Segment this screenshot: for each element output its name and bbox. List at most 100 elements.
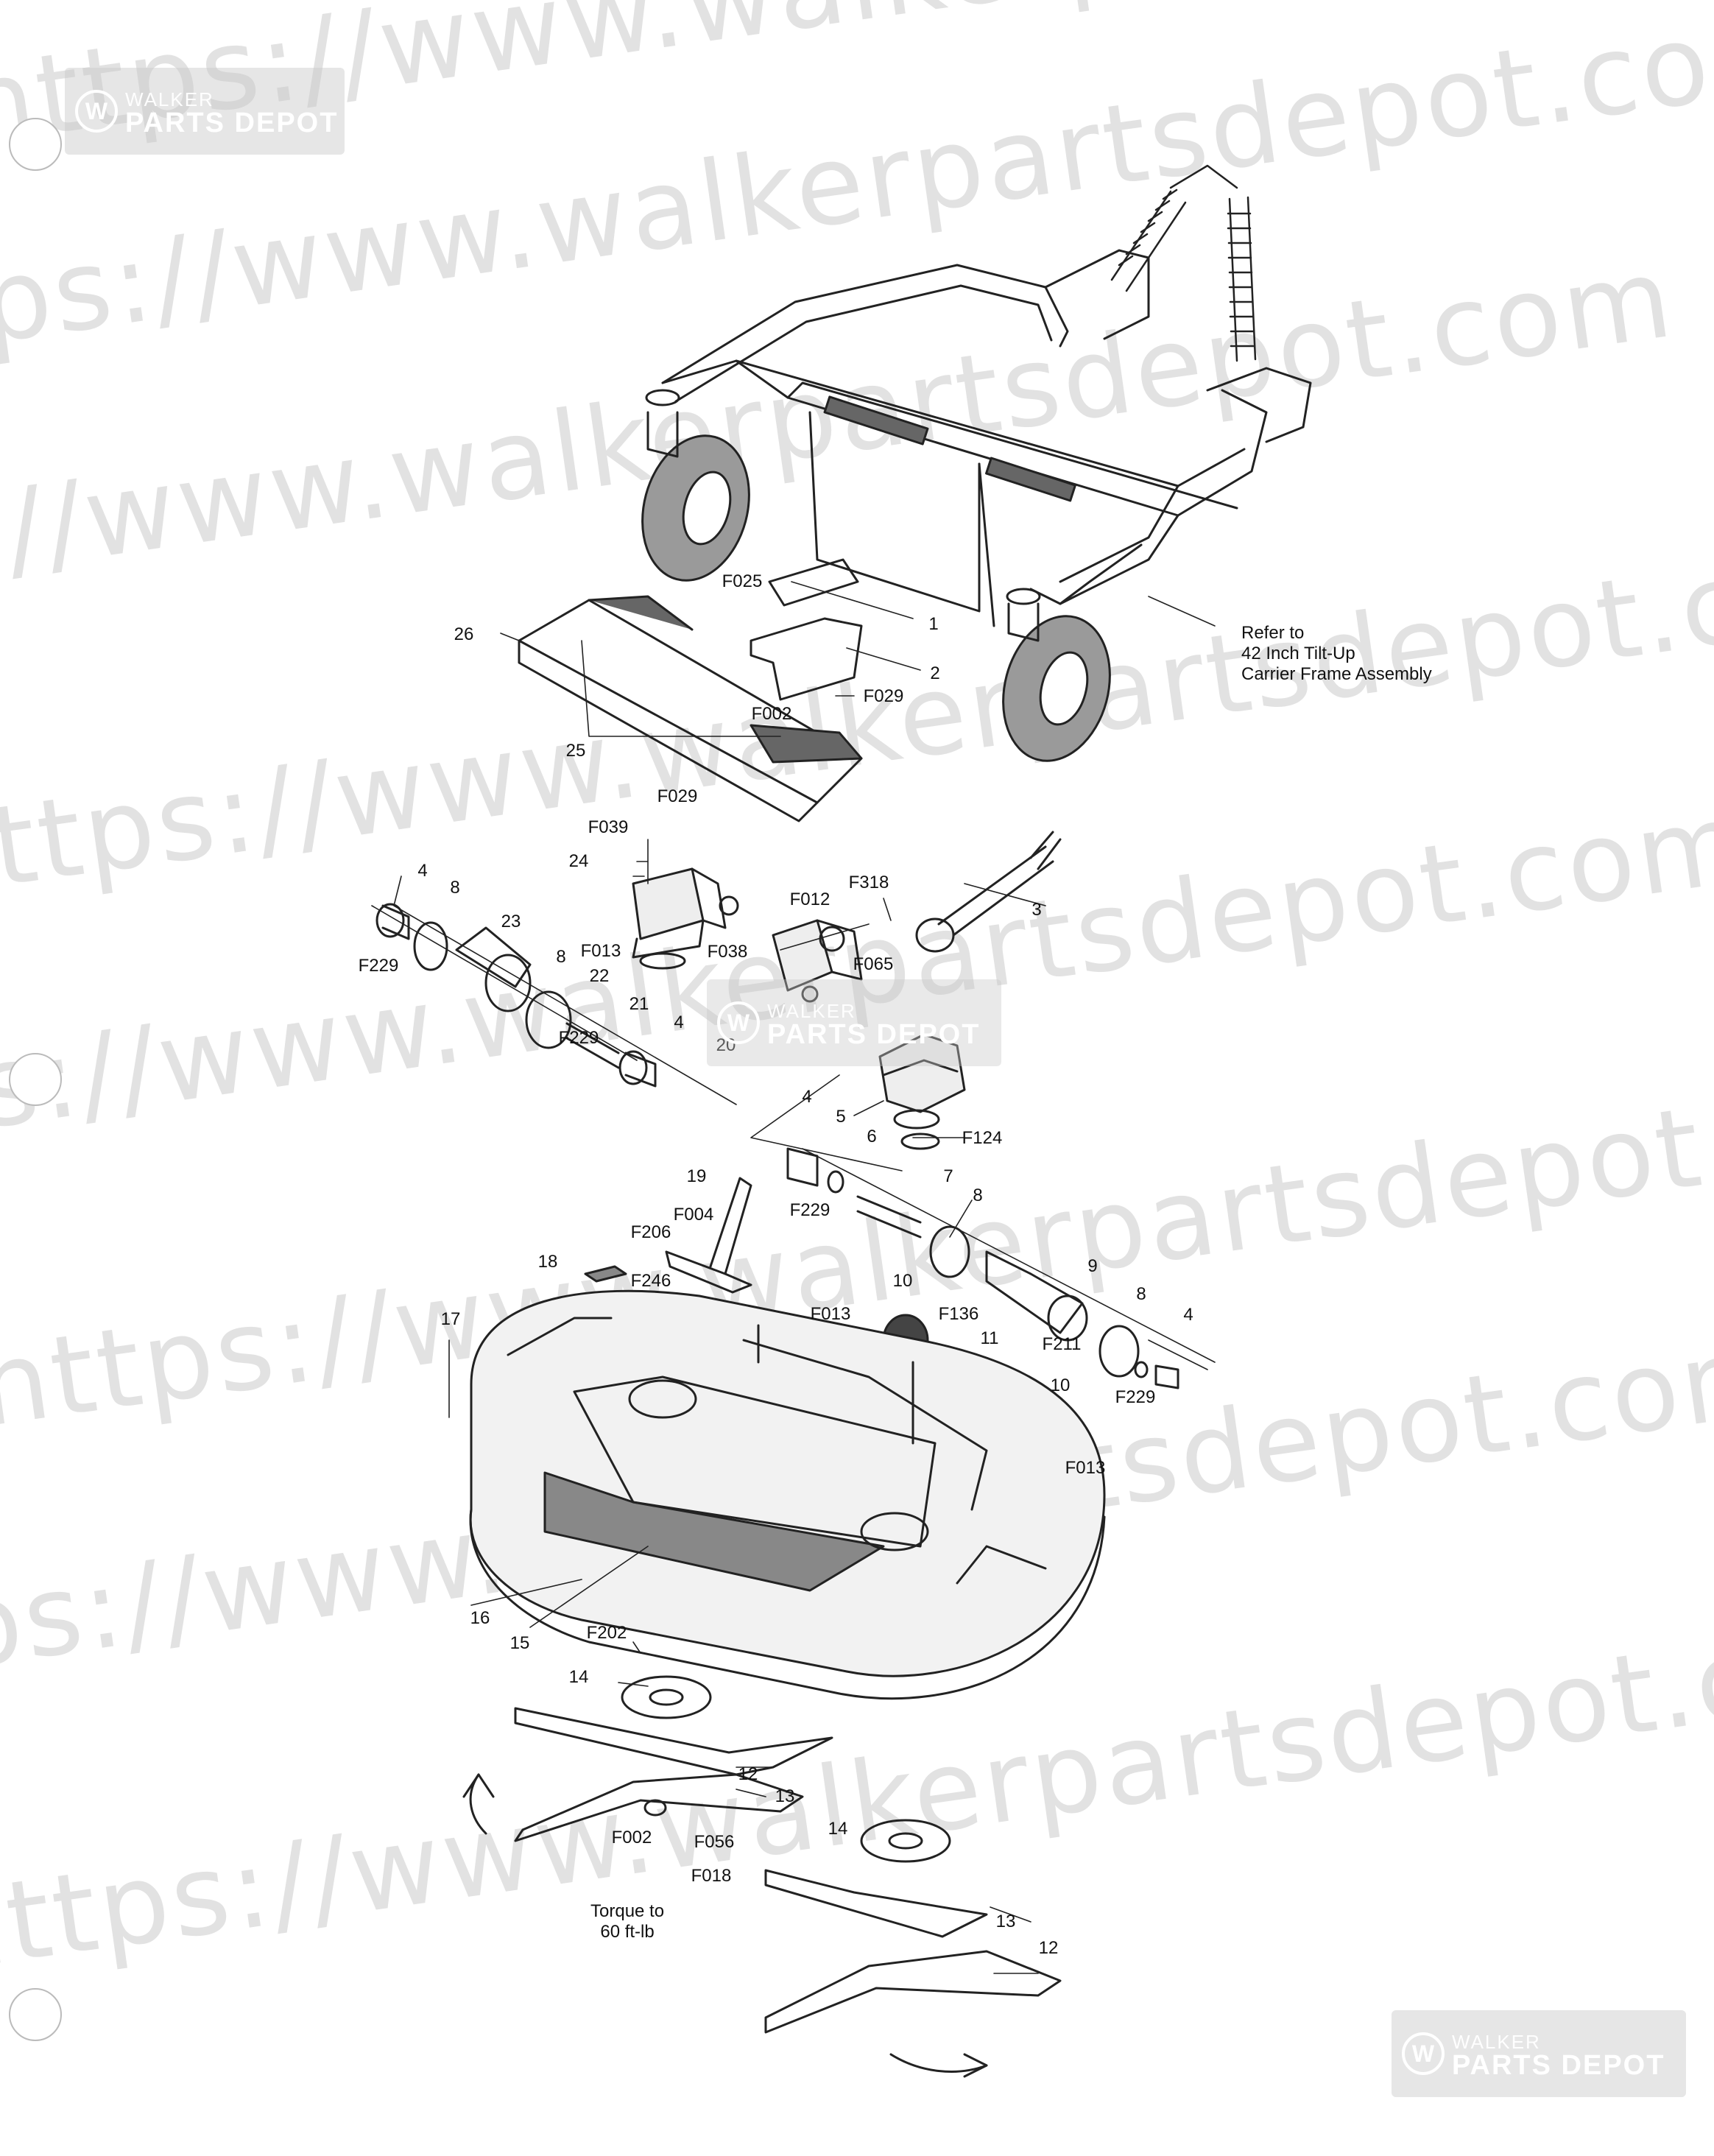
callout-15: 15 bbox=[509, 1633, 530, 1653]
callout-f124: F124 bbox=[962, 1128, 1003, 1148]
callout-f211: F211 bbox=[1042, 1334, 1082, 1354]
part-19-bracket bbox=[665, 1250, 752, 1294]
callout-9: 9 bbox=[1087, 1256, 1098, 1276]
callout-f056: F056 bbox=[694, 1832, 735, 1852]
carrier-frame bbox=[641, 164, 1312, 762]
callout-f039: F039 bbox=[588, 817, 629, 837]
callout-f136: F136 bbox=[938, 1304, 979, 1324]
blade-assembly-right bbox=[764, 1819, 1062, 2078]
callout-16: 16 bbox=[470, 1608, 490, 1628]
callout-f012: F012 bbox=[789, 889, 830, 909]
callout-1: 1 bbox=[928, 614, 939, 634]
callout-4: 4 bbox=[1183, 1305, 1193, 1325]
right-shaft-assembly bbox=[786, 1132, 1179, 1389]
walker-parts-depot-logo: W WALKER PARTS DEPOT bbox=[707, 979, 1001, 1066]
callout-10: 10 bbox=[892, 1271, 913, 1291]
part-26-shield bbox=[518, 599, 863, 804]
callout-8: 8 bbox=[1136, 1284, 1146, 1304]
logo-line-2: PARTS DEPOT bbox=[767, 1019, 981, 1050]
callout-f318: F318 bbox=[848, 873, 889, 892]
callout-22: 22 bbox=[589, 966, 610, 986]
part-5-gearbox bbox=[878, 1033, 966, 1130]
callout-6: 6 bbox=[867, 1127, 877, 1146]
walker-w-icon: W bbox=[1402, 2032, 1445, 2075]
callout-12: 12 bbox=[1038, 1938, 1059, 1958]
walker-w-icon: W bbox=[717, 1001, 760, 1044]
callout-f229: F229 bbox=[358, 956, 399, 976]
callout-f202: F202 bbox=[586, 1623, 627, 1643]
callout-8: 8 bbox=[556, 947, 566, 967]
binder-hole bbox=[9, 1053, 62, 1106]
callout-18: 18 bbox=[537, 1252, 558, 1272]
callout-f065: F065 bbox=[853, 954, 894, 974]
callout-f002: F002 bbox=[611, 1828, 652, 1847]
callout-14: 14 bbox=[568, 1667, 589, 1687]
note-line: 60 ft-lb bbox=[600, 1922, 655, 1942]
callout-13: 13 bbox=[775, 1786, 795, 1806]
callout-4: 4 bbox=[802, 1087, 812, 1107]
callout-f018: F018 bbox=[691, 1866, 732, 1886]
callout-3: 3 bbox=[1031, 900, 1042, 920]
callout-5: 5 bbox=[836, 1107, 846, 1127]
callout-f013: F013 bbox=[580, 941, 621, 961]
part-21-gearbox bbox=[632, 867, 739, 970]
callout-14: 14 bbox=[828, 1819, 848, 1839]
callout-f013: F013 bbox=[1065, 1458, 1106, 1478]
callout-f013: F013 bbox=[810, 1304, 851, 1324]
logo-line-1: WALKER bbox=[767, 1000, 856, 1022]
callout-24: 24 bbox=[568, 851, 589, 871]
callout-f229: F229 bbox=[789, 1200, 830, 1220]
note-line: Refer to bbox=[1241, 623, 1305, 643]
callout-f029: F029 bbox=[863, 686, 904, 706]
callout-26: 26 bbox=[454, 624, 474, 644]
callout-13: 13 bbox=[995, 1912, 1016, 1931]
part-18-pad bbox=[584, 1265, 627, 1283]
logo-line-1: WALKER bbox=[125, 88, 214, 110]
part-1-plate bbox=[768, 558, 859, 607]
callout-f025: F025 bbox=[722, 571, 763, 591]
mower-deck bbox=[469, 1289, 1106, 1700]
callout-f004: F004 bbox=[673, 1205, 714, 1225]
logo-line-2: PARTS DEPOT bbox=[1452, 2050, 1665, 2081]
callout-f246: F246 bbox=[630, 1271, 671, 1291]
callout-f002: F002 bbox=[751, 704, 792, 724]
callout-8: 8 bbox=[450, 878, 460, 898]
note-refer-carrier-frame: Refer to 42 Inch Tilt-Up Carrier Frame A… bbox=[1241, 623, 1432, 685]
callout-2: 2 bbox=[930, 663, 940, 683]
callout-4: 4 bbox=[417, 861, 428, 881]
callout-10: 10 bbox=[1050, 1375, 1071, 1395]
callout-19: 19 bbox=[686, 1166, 707, 1186]
callout-f029: F029 bbox=[657, 786, 698, 806]
callout-7: 7 bbox=[943, 1166, 953, 1186]
walker-parts-depot-logo: W WALKER PARTS DEPOT bbox=[65, 68, 345, 155]
part-20-gearbox bbox=[772, 919, 863, 1003]
part-2-bracket bbox=[750, 617, 863, 701]
note-line: 42 Inch Tilt-Up bbox=[1241, 644, 1355, 663]
callout-f229: F229 bbox=[558, 1028, 599, 1048]
binder-hole bbox=[9, 118, 62, 171]
callout-25: 25 bbox=[565, 741, 586, 761]
binder-hole bbox=[9, 1988, 62, 2041]
leader-lines bbox=[371, 581, 1216, 1974]
note-torque: Torque to 60 ft-lb bbox=[590, 1901, 664, 1942]
callout-12: 12 bbox=[738, 1764, 758, 1784]
note-line: Carrier Frame Assembly bbox=[1241, 664, 1432, 684]
callout-f229: F229 bbox=[1115, 1387, 1156, 1407]
part-3-yoke bbox=[915, 917, 955, 953]
part-3-driveshaft bbox=[937, 831, 1062, 937]
callout-11: 11 bbox=[980, 1328, 999, 1348]
callout-17: 17 bbox=[440, 1309, 461, 1329]
walker-parts-depot-logo: W WALKER PARTS DEPOT bbox=[1392, 2010, 1686, 2097]
logo-line-1: WALKER bbox=[1452, 2031, 1541, 2053]
callout-f206: F206 bbox=[630, 1222, 671, 1242]
callout-23: 23 bbox=[501, 912, 521, 931]
note-line: Torque to bbox=[590, 1901, 665, 1921]
callout-21: 21 bbox=[629, 994, 649, 1014]
walker-w-icon: W bbox=[75, 90, 118, 133]
callout-4: 4 bbox=[674, 1012, 684, 1032]
callout-f038: F038 bbox=[707, 942, 748, 962]
callout-8: 8 bbox=[973, 1186, 983, 1205]
blade-assembly-left bbox=[462, 1675, 833, 1842]
